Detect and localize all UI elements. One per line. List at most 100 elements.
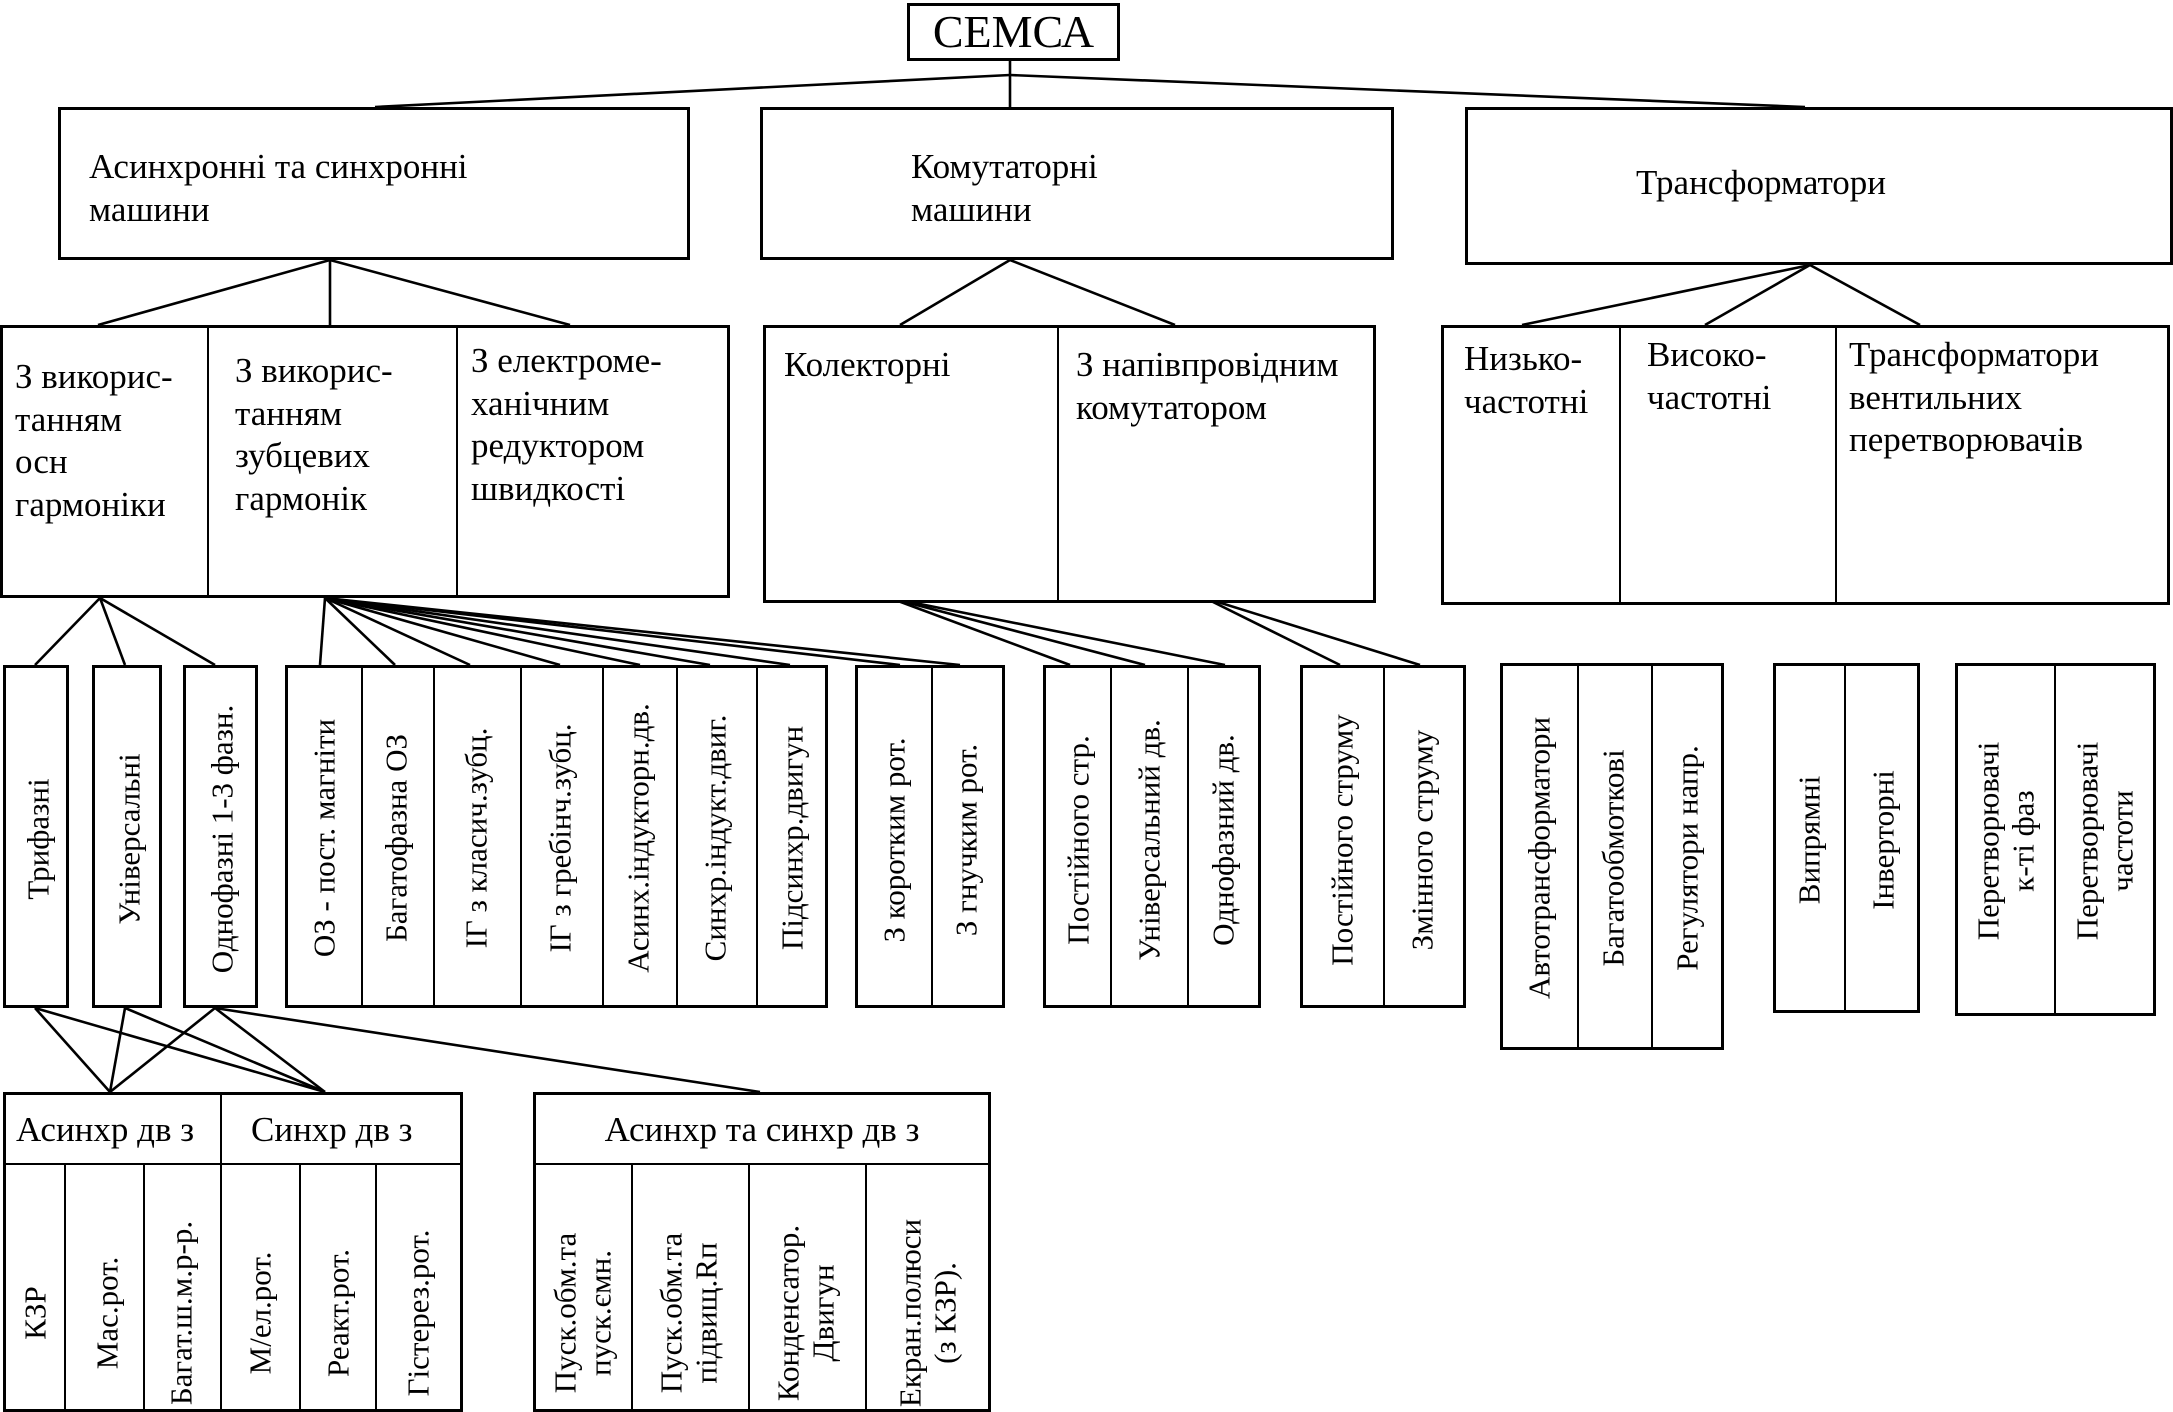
- leaf-strip-tooth-harmonic: ОЗ - пост. магніти Багатофазна ОЗ ІГ з к…: [285, 665, 828, 1008]
- leaf-box-universal: Універсальні: [92, 665, 162, 1008]
- connector: [97, 258, 331, 327]
- category-transformers: Трансформатори: [1465, 107, 2173, 265]
- connector: [889, 596, 1071, 667]
- group-title-async-with: Асинхр дв з: [16, 1110, 195, 1149]
- leaf-label: Однофазні 1-3 фазн.: [204, 704, 240, 974]
- leaf-strip-converter-transformers: Перетворювачі к-ті фаз Перетворювачі час…: [1955, 663, 2156, 1016]
- connector: [324, 596, 561, 667]
- connector: [34, 1007, 111, 1093]
- leaf-label: Реакт.рот.: [320, 1249, 356, 1377]
- divider: [143, 1163, 145, 1412]
- divider: [361, 668, 363, 1005]
- leaf-strip-low-frequency: Автотрансформатори Багатообмоткові Регул…: [1500, 663, 1724, 1050]
- connector: [1809, 263, 1921, 327]
- root-label: СЕМСА: [932, 6, 1095, 57]
- category-label: Асинхронні та синхронні машини: [89, 147, 468, 229]
- divider: [931, 668, 933, 1005]
- leaf-label: М/ел.рот.: [242, 1251, 278, 1375]
- divider: [536, 1163, 988, 1165]
- leaf-label: Інверторні: [1865, 770, 1901, 910]
- connector: [34, 597, 101, 666]
- leaf-label: ОЗ - пост. магніти: [306, 718, 342, 958]
- category-label: Трансформатори: [1636, 163, 1887, 202]
- divider: [631, 1163, 633, 1412]
- divider: [602, 668, 604, 1005]
- divider: [2054, 666, 2056, 1013]
- connector: [324, 597, 396, 666]
- leaf-label: Підсинхр.двигун: [774, 725, 810, 951]
- category-commutator-machines: Комутаторні машини: [760, 107, 1394, 260]
- subcategory-group-async-sync: З викорис- танням осн гармоніки З викори…: [0, 325, 730, 598]
- divider: [64, 1163, 66, 1412]
- leaf-label: Перетворювачі частоти: [2069, 741, 2139, 941]
- leaf-label: Багат.ш.м.р-р.: [163, 1220, 199, 1406]
- connector: [318, 597, 327, 666]
- connector: [899, 258, 1011, 327]
- category-async-sync-machines: Асинхронні та синхронні машини: [58, 107, 690, 260]
- subcategory-low-frequency: Низько- частотні: [1464, 339, 1589, 421]
- leaf-label: Гістерез.рот.: [400, 1229, 436, 1397]
- leaf-label: Випрямні: [1791, 775, 1827, 905]
- divider: [207, 328, 209, 595]
- leaf-strip-high-frequency: Випрямні Інверторні: [1773, 663, 1920, 1013]
- leaf-label: ІГ з класич.зубц.: [458, 727, 494, 949]
- divider: [748, 1163, 750, 1412]
- leaf-label: Автотрансформатори: [1521, 716, 1557, 1000]
- connector: [329, 258, 571, 327]
- leaf-strip-collector: Постійного стр. Універсальний дв. Однофа…: [1043, 665, 1261, 1008]
- divider: [756, 668, 758, 1005]
- leaf-label: КЗР: [17, 1286, 53, 1340]
- divider: [1835, 328, 1837, 602]
- leaf-label: ІГ з гребінч.зубц.: [542, 723, 578, 953]
- leaf-label: Змінного струму: [1404, 729, 1440, 951]
- connector: [109, 1006, 216, 1094]
- leaf-strip-async-and-sync-motor-types: Асинхр та синхр дв з Пуск.обм.та пуск.єм…: [533, 1092, 991, 1412]
- leaf-label: Екран.полюси (з КЗР).: [892, 1218, 962, 1408]
- connector: [1009, 73, 1806, 109]
- leaf-label: Асинх.індукторн.дв.: [620, 703, 656, 973]
- divider: [1383, 668, 1385, 1005]
- divider: [676, 668, 678, 1005]
- leaf-label: Мас.рот.: [89, 1256, 125, 1370]
- connector: [1704, 263, 1811, 327]
- divider: [1651, 666, 1653, 1047]
- divider: [1187, 668, 1189, 1005]
- subcategory-main-harmonic: З викорис- танням осн гармоніки: [15, 357, 173, 525]
- connector: [99, 596, 216, 667]
- divider: [375, 1163, 377, 1412]
- connector: [98, 597, 127, 666]
- connector: [1521, 263, 1811, 327]
- leaf-label: Багатофазна ОЗ: [378, 734, 414, 942]
- subcategory-semiconductor-commutator: З напівпровідним комутатором: [1076, 345, 1339, 427]
- connector: [324, 596, 961, 667]
- category-label: Комутаторні машини: [911, 147, 1098, 229]
- divider: [220, 1095, 222, 1409]
- leaf-label: Постійного струму: [1324, 714, 1360, 966]
- group-title-sync-with: Синхр дв з: [251, 1110, 413, 1149]
- leaf-label: Регулятори напр.: [1669, 745, 1705, 971]
- leaf-label: Постійного стр.: [1060, 735, 1096, 945]
- divider: [865, 1163, 867, 1412]
- leaf-label: Універсальні: [111, 753, 147, 925]
- divider: [456, 328, 458, 595]
- leaf-label: Синхр.індукт.двиг.: [697, 714, 733, 962]
- divider: [1057, 328, 1059, 600]
- connector: [1204, 596, 1421, 667]
- connector: [1204, 596, 1341, 667]
- group-title-async-sync-with: Асинхр та синхр дв з: [604, 1110, 920, 1149]
- subcategory-collector: Колекторні: [784, 345, 951, 384]
- subcategory-converter-transformers: Трансформатори вентильних перетворювачів: [1849, 335, 2100, 460]
- leaf-strip-gear-reducer: З коротким рот. З гнучким рот.: [855, 665, 1005, 1008]
- connector: [889, 596, 1146, 667]
- leaf-box-single-phase: Однофазні 1-3 фазн.: [183, 665, 258, 1008]
- leaf-label: З коротким рот.: [876, 737, 912, 943]
- leaf-box-three-phase: Трифазні: [3, 665, 69, 1008]
- connector: [324, 596, 791, 667]
- divider: [1619, 328, 1621, 602]
- connector: [324, 596, 471, 667]
- subcategory-group-transformers: Низько- частотні Високо- частотні Трансф…: [1441, 325, 2170, 605]
- subcategory-tooth-harmonics: З викорис- танням зубцевих гармонік: [235, 351, 393, 519]
- connector: [214, 1006, 326, 1094]
- subcategory-high-frequency: Високо- частотні: [1647, 335, 1772, 417]
- leaf-label: Перетворювачі к-ті фаз: [1970, 741, 2040, 941]
